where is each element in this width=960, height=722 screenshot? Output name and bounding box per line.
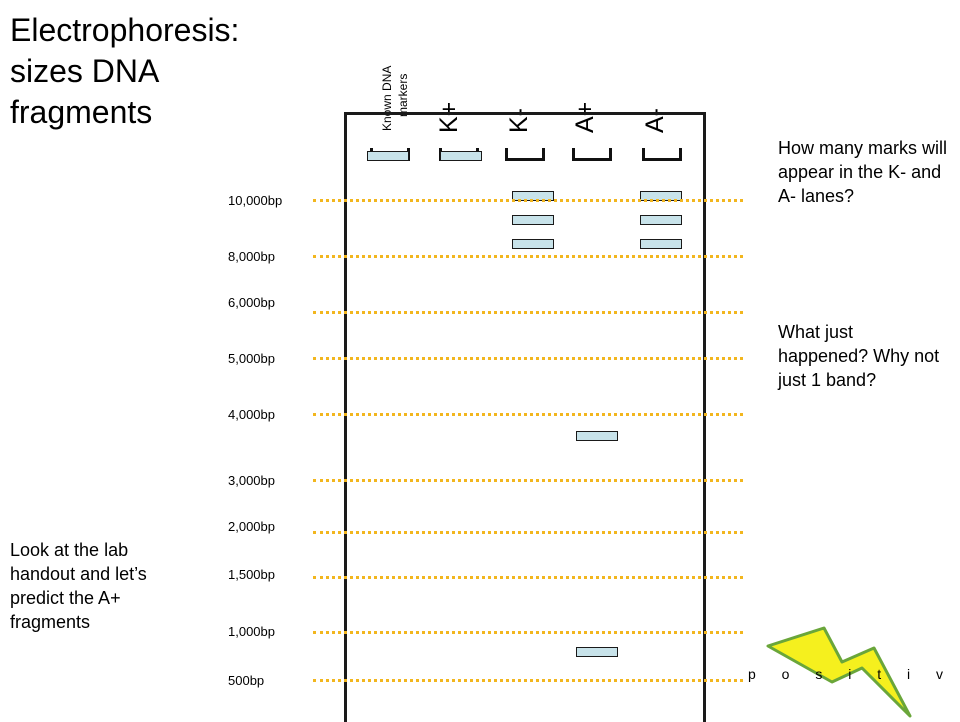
size-label-4000: 4,000bp <box>228 407 275 422</box>
well-k-minus <box>505 148 545 161</box>
size-label-5000: 5,000bp <box>228 351 275 366</box>
size-label-3000: 3,000bp <box>228 473 275 488</box>
guide-line-3000 <box>313 479 743 482</box>
band-a-plus-1 <box>576 431 618 441</box>
question-what-happened: What just happened? Why not just 1 band? <box>778 322 940 390</box>
page-title: Electrophoresis: sizes DNA fragments <box>10 10 310 133</box>
lightning-bolt-icon <box>766 626 912 718</box>
guide-line-500 <box>313 679 743 682</box>
guide-line-5000 <box>313 357 743 360</box>
gel-frame <box>344 112 706 722</box>
band-k-minus-2 <box>512 215 554 225</box>
title-line-3: fragments <box>10 94 153 130</box>
band-k-minus-3 <box>512 239 554 249</box>
title-line-1: Electrophoresis: <box>10 12 240 48</box>
guide-line-4000 <box>313 413 743 416</box>
guide-line-10000 <box>313 199 743 202</box>
well-a-plus <box>572 148 612 161</box>
title-line-2: sizes DNA <box>10 53 160 89</box>
guide-line-2000 <box>313 531 743 534</box>
band-a-plus-2 <box>576 647 618 657</box>
note-predict: Look at the lab handout and let’s predic… <box>10 540 147 632</box>
size-label-2000: 2,000bp <box>228 519 275 534</box>
size-label-1500: 1,500bp <box>228 567 275 582</box>
size-label-1000: 1,000bp <box>228 624 275 639</box>
question-lanes: How many marks will appear in the K- and… <box>778 138 948 206</box>
size-label-8000: 8,000bp <box>228 249 275 264</box>
guide-line-1000 <box>313 631 743 634</box>
positive-electrode-label: p o s i t i v e <box>748 666 960 682</box>
lane-label-markers-line2: markers <box>396 73 410 117</box>
size-label-500: 500bp <box>228 673 265 688</box>
band-k-plus-well <box>440 151 482 161</box>
guide-line-8000 <box>313 255 743 258</box>
well-a-minus <box>642 148 682 161</box>
band-markers-well <box>367 151 409 161</box>
band-a-minus-2 <box>640 215 682 225</box>
size-label-6000: 6,000bp <box>228 295 275 310</box>
size-label-10000: 10,000bp <box>228 193 283 208</box>
guide-line-1500 <box>313 576 743 579</box>
guide-line-6000 <box>313 311 743 314</box>
band-a-minus-3 <box>640 239 682 249</box>
